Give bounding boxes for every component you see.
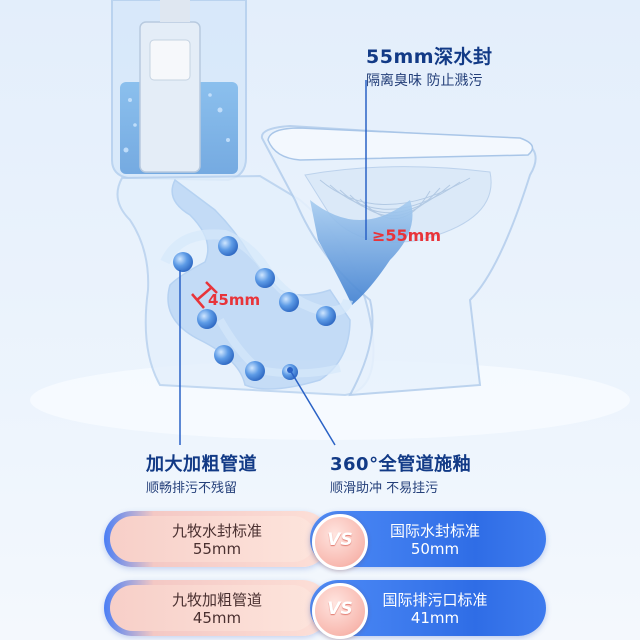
pipe-title: 加大加粗管道	[146, 454, 257, 475]
glaze-subtitle: 顺滑助冲 不易挂污	[330, 481, 439, 496]
comparison-row-seal: 九牧水封标准 55mm 国际水封标准 50mm VS	[104, 511, 546, 570]
brand-standard-label: 九牧加粗管道	[171, 591, 262, 609]
seal-title: 55mm深水封	[366, 46, 493, 68]
glaze-title: 360°全管道施釉	[330, 454, 472, 475]
brand-standard-label: 九牧水封标准	[171, 522, 262, 540]
seal-depth-label: ≥55mm	[372, 226, 442, 245]
pipe-subtitle: 顺畅排污不残留	[146, 481, 238, 496]
brand-standard-value: 55mm	[192, 540, 242, 558]
international-standard-value: 41mm	[410, 609, 460, 627]
pipe-diameter-label: 45mm	[208, 291, 261, 309]
international-standard-label: 国际水封标准	[389, 522, 480, 540]
vs-badge: VS	[312, 514, 368, 570]
brand-standard-pill: 九牧加粗管道 45mm	[104, 580, 330, 636]
vs-text: VS	[327, 530, 353, 550]
comparison-row-pipe: 九牧加粗管道 45mm 国际排污口标准 41mm VS	[104, 580, 546, 639]
vs-badge: VS	[312, 583, 368, 639]
water-flow-balls	[173, 236, 336, 381]
seal-subtitle: 隔离臭味 防止溅污	[366, 73, 483, 89]
vs-text: VS	[327, 599, 353, 619]
international-standard-value: 50mm	[410, 540, 460, 558]
brand-standard-value: 45mm	[192, 609, 242, 627]
brand-standard-pill: 九牧水封标准 55mm	[104, 511, 330, 567]
international-standard-label: 国际排污口标准	[382, 591, 488, 609]
